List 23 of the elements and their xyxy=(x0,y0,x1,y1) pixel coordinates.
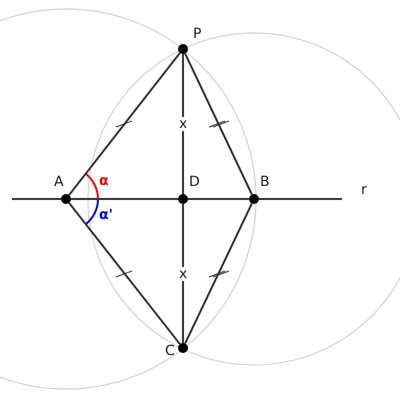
edge-label: x xyxy=(178,266,188,280)
segment xyxy=(182,54,184,194)
point-label: A xyxy=(54,175,64,189)
point-dot xyxy=(178,343,188,353)
point-dot xyxy=(178,194,188,204)
point-dot xyxy=(249,194,259,204)
segment xyxy=(68,52,181,196)
angle-label: α' xyxy=(99,208,113,222)
point-label: D xyxy=(189,175,200,189)
point-dot xyxy=(178,44,188,54)
point-label: P xyxy=(193,27,202,41)
point-label: C xyxy=(165,344,175,358)
segment xyxy=(68,202,181,345)
angle-label: α xyxy=(99,174,109,188)
segment xyxy=(184,53,253,195)
edge-label: x xyxy=(178,117,188,131)
point-label: B xyxy=(260,175,270,189)
segment xyxy=(184,203,253,344)
line-name: r xyxy=(361,183,367,197)
point-dot xyxy=(61,194,71,204)
segment xyxy=(188,198,249,200)
segment xyxy=(71,198,178,200)
segment xyxy=(182,204,184,343)
